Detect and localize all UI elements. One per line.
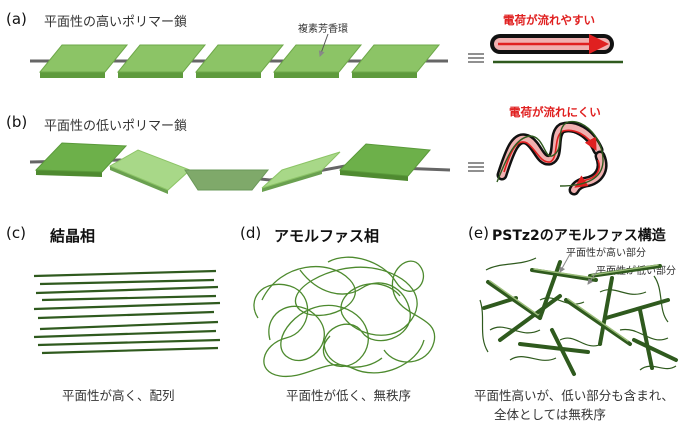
- charge-hard-label: 電荷が流れにくい: [509, 105, 601, 119]
- twisted-chain: [29, 142, 451, 194]
- charge-easy-label: 電荷が流れやすい: [503, 13, 595, 27]
- equivalence-symbol-b: [468, 162, 484, 172]
- ring-plate: [34, 142, 128, 177]
- high-planarity-arrow: [559, 253, 571, 273]
- charge-path-easy: [490, 34, 623, 64]
- twisted-chain-line: [496, 120, 604, 187]
- ring-plate: [194, 44, 285, 78]
- charge-arrow: [503, 129, 597, 173]
- charge-arrow: [574, 159, 601, 188]
- panel-d-tag: (d): [240, 224, 262, 242]
- panel-a-title: 平面性の高いポリマー鎖: [44, 15, 188, 30]
- ring-plate: [108, 149, 191, 194]
- ring-plate: [116, 44, 207, 78]
- planar-chain: [30, 33, 448, 78]
- panel-c-caption: 平面性が高く、配列: [62, 388, 175, 403]
- charge-path-hard: [496, 120, 608, 196]
- panel-a-tag: (a): [6, 10, 27, 28]
- thin-flexible-segments: [479, 257, 677, 371]
- panel-e-heading: PSTz2のアモルファス構造: [492, 228, 666, 244]
- panel-b-title: 平面性の低いポリマー鎖: [44, 119, 188, 134]
- panel-c-heading: 結晶相: [50, 227, 96, 245]
- ring-plate: [184, 169, 270, 191]
- panel-d-caption: 平面性が低く、無秩序: [286, 388, 412, 403]
- ring-plate: [38, 44, 129, 78]
- panel-c-tag: (c): [6, 224, 26, 242]
- panel-e-caption-1: 平面性高いが、低い部分も含まれ、: [474, 388, 674, 403]
- ring-plate: [350, 44, 441, 78]
- high-planarity-label: 平面性が高い部分: [566, 248, 646, 259]
- panel-e-tag: (e): [468, 224, 489, 242]
- low-planarity-arrow: [587, 269, 599, 285]
- pstz2-structure: [479, 253, 678, 376]
- amorphous-tangle: [253, 256, 436, 378]
- ring-plate: [261, 151, 341, 192]
- heteroaromatic-ring-label: 複素芳香環: [298, 24, 348, 35]
- ring-plate: [272, 44, 363, 78]
- equivalence-symbol-a: [468, 53, 484, 63]
- panel-e-caption-2: 全体としては無秩序: [494, 407, 606, 422]
- panel-b-tag: (b): [6, 113, 28, 131]
- panel-d-heading: アモルファス相: [274, 227, 380, 245]
- rod-highlights: [489, 264, 659, 342]
- low-planarity-label: 平面性が低い部分: [596, 266, 676, 277]
- crystalline-lines: [33, 269, 221, 355]
- ring-plate: [338, 143, 432, 181]
- thick-planar-rods: [482, 260, 678, 376]
- annotation-arrow: [318, 33, 329, 57]
